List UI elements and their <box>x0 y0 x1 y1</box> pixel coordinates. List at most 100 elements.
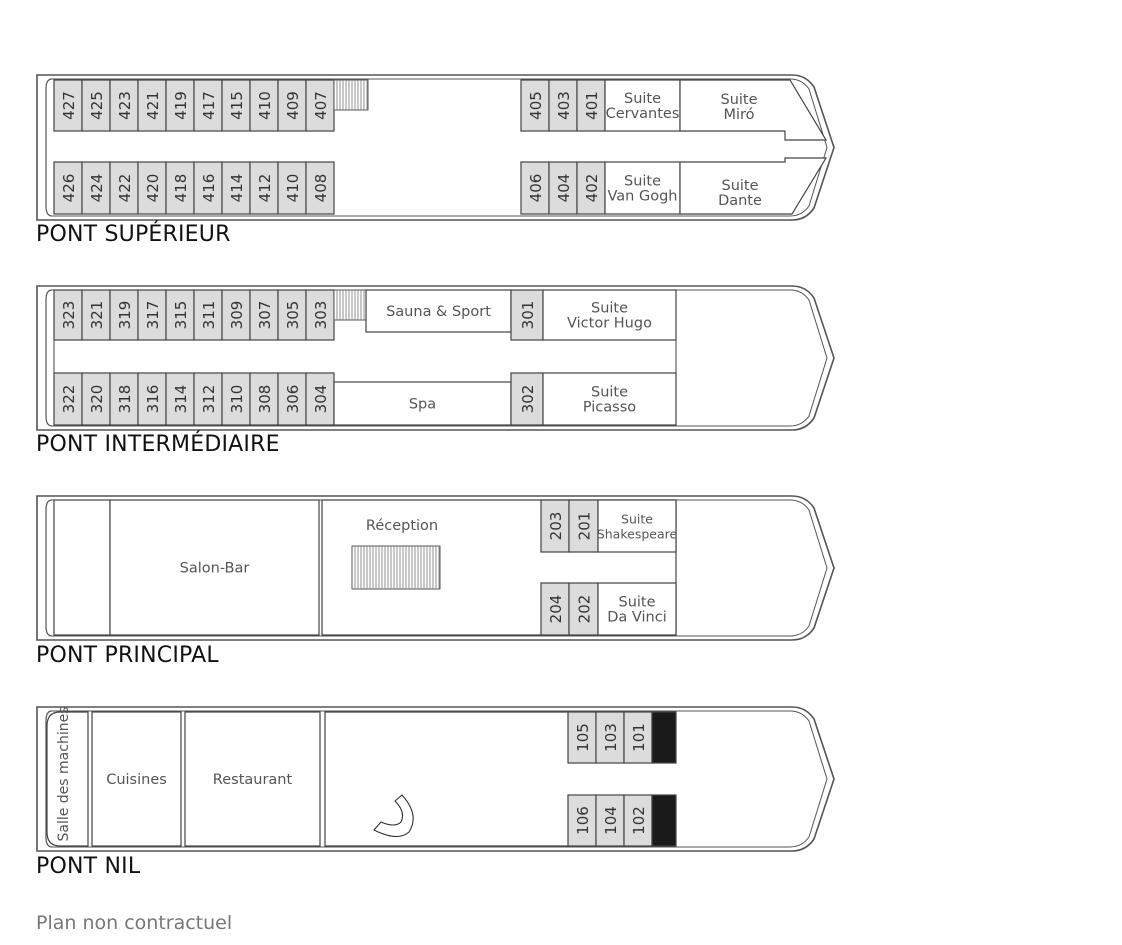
suite-miro <box>679 79 828 141</box>
cabin-303-label: 303 <box>312 301 330 330</box>
suite-cervantes-label: Cervantes <box>606 106 680 122</box>
cabin-405-label: 405 <box>527 91 545 120</box>
cabin-414-label: 414 <box>228 174 246 203</box>
cabin-403 <box>548 79 578 132</box>
suite-victor-hugo <box>542 289 677 341</box>
cabin-318-label: 318 <box>116 385 134 414</box>
cabin-105-label: 105 <box>574 723 592 752</box>
cabin-201 <box>568 499 599 553</box>
cabin-310-label: 310 <box>228 385 246 414</box>
cabin-425-label: 425 <box>88 91 106 120</box>
cabin-420 <box>137 161 167 215</box>
cabin-409 <box>277 79 307 132</box>
engine-room-label: Salle des machines <box>56 706 72 841</box>
salon-bar-label: Salon-Bar <box>180 561 250 577</box>
cabin-311-label: 311 <box>200 301 218 330</box>
kitchens <box>91 711 182 847</box>
cabin-419-label: 419 <box>172 91 190 120</box>
cabin-102-label: 102 <box>630 806 648 835</box>
cabin-203-label: 203 <box>547 512 565 541</box>
cabin-310 <box>221 372 251 426</box>
cabin-312 <box>193 372 223 426</box>
cabin-412 <box>249 161 279 215</box>
cabin-322-label: 322 <box>60 385 78 414</box>
cabin-425 <box>81 79 111 132</box>
cabin-317-label: 317 <box>144 301 162 330</box>
cabin-420-label: 420 <box>144 174 162 203</box>
deck-title-superieur: PONT SUPÉRIEUR <box>36 222 231 247</box>
cabin-409-label: 409 <box>284 91 302 120</box>
cabin-408-label: 408 <box>312 174 330 203</box>
suite-dante-label: Suite <box>721 178 758 194</box>
cabin-311 <box>193 289 223 341</box>
cabin-203 <box>540 499 570 553</box>
cabin-308-label: 308 <box>256 385 274 414</box>
sauna-sport-label: Sauna & Sport <box>386 304 491 320</box>
kitchens-label: Cuisines <box>106 772 167 788</box>
stern-rail <box>45 710 53 848</box>
cabin-315 <box>165 289 195 341</box>
suite-dante <box>679 157 828 215</box>
reception-label: Réception <box>366 518 438 534</box>
cabin-402-label: 402 <box>583 174 601 203</box>
cabin-302 <box>510 372 544 426</box>
suite-cervantes <box>604 79 681 132</box>
cabin-301-label: 301 <box>519 301 537 330</box>
hull-inner <box>52 289 828 427</box>
stern-rail <box>45 78 53 217</box>
cabin-416 <box>193 161 223 215</box>
cabin-423-label: 423 <box>116 91 134 120</box>
cabin-401-label: 401 <box>583 91 601 120</box>
cabin-417-label: 417 <box>200 91 218 120</box>
spa-label: Spa <box>409 397 436 413</box>
cabin-323-label: 323 <box>60 301 78 330</box>
cabin-306 <box>277 372 307 426</box>
cabin-307-label: 307 <box>256 301 274 330</box>
cabin-316 <box>137 372 167 426</box>
cabin-414 <box>221 161 251 215</box>
cabin-408 <box>305 161 335 215</box>
cabin-101 <box>623 711 653 764</box>
suite-van-gogh-label: Suite <box>624 174 661 190</box>
service-block <box>651 711 677 764</box>
cabin-416-label: 416 <box>200 174 218 203</box>
cabin-316-label: 316 <box>144 385 162 414</box>
cabin-320 <box>81 372 111 426</box>
cabin-202-label: 202 <box>576 595 594 624</box>
suite-dante-label: Dante <box>718 193 762 209</box>
cabin-404-label: 404 <box>555 174 573 203</box>
cabin-105 <box>567 711 597 764</box>
cabin-309-label: 309 <box>228 301 246 330</box>
cabin-427-label: 427 <box>60 91 78 120</box>
cabin-405 <box>520 79 550 132</box>
cabin-421 <box>137 79 167 132</box>
hull-inner <box>52 78 828 217</box>
cabin-424 <box>81 161 111 215</box>
cabin-417 <box>193 79 223 132</box>
cabin-410-label: 410 <box>256 91 274 120</box>
suite-picasso-label: Suite <box>591 385 628 401</box>
suite-da-vinci-label: Suite <box>618 595 655 611</box>
suite-da-vinci-label: Da Vinci <box>607 610 666 626</box>
hull-inner <box>52 499 828 637</box>
suite-van-gogh-label: Van Gogh <box>608 189 678 205</box>
cabin-304 <box>305 372 335 426</box>
sauna-sport <box>365 289 512 333</box>
suite-picasso-label: Picasso <box>583 400 636 416</box>
cabin-404 <box>548 161 578 215</box>
cabin-322 <box>53 372 83 426</box>
cabin-312-label: 312 <box>200 385 218 414</box>
cabin-422-label: 422 <box>116 174 134 203</box>
cabin-318 <box>109 372 139 426</box>
service-block <box>651 794 677 847</box>
cabin-304-label: 304 <box>312 385 330 414</box>
cabin-406 <box>520 161 550 215</box>
deck-title-nil: PONT NIL <box>36 854 141 879</box>
cabin-403-label: 403 <box>555 91 573 120</box>
cabin-406-label: 406 <box>527 174 545 203</box>
cabin-319-label: 319 <box>116 301 134 330</box>
cabin-402 <box>576 161 606 215</box>
cabin-427 <box>53 79 83 132</box>
cabin-424-label: 424 <box>88 174 106 203</box>
suite-victor-hugo-label: Suite <box>591 301 628 317</box>
